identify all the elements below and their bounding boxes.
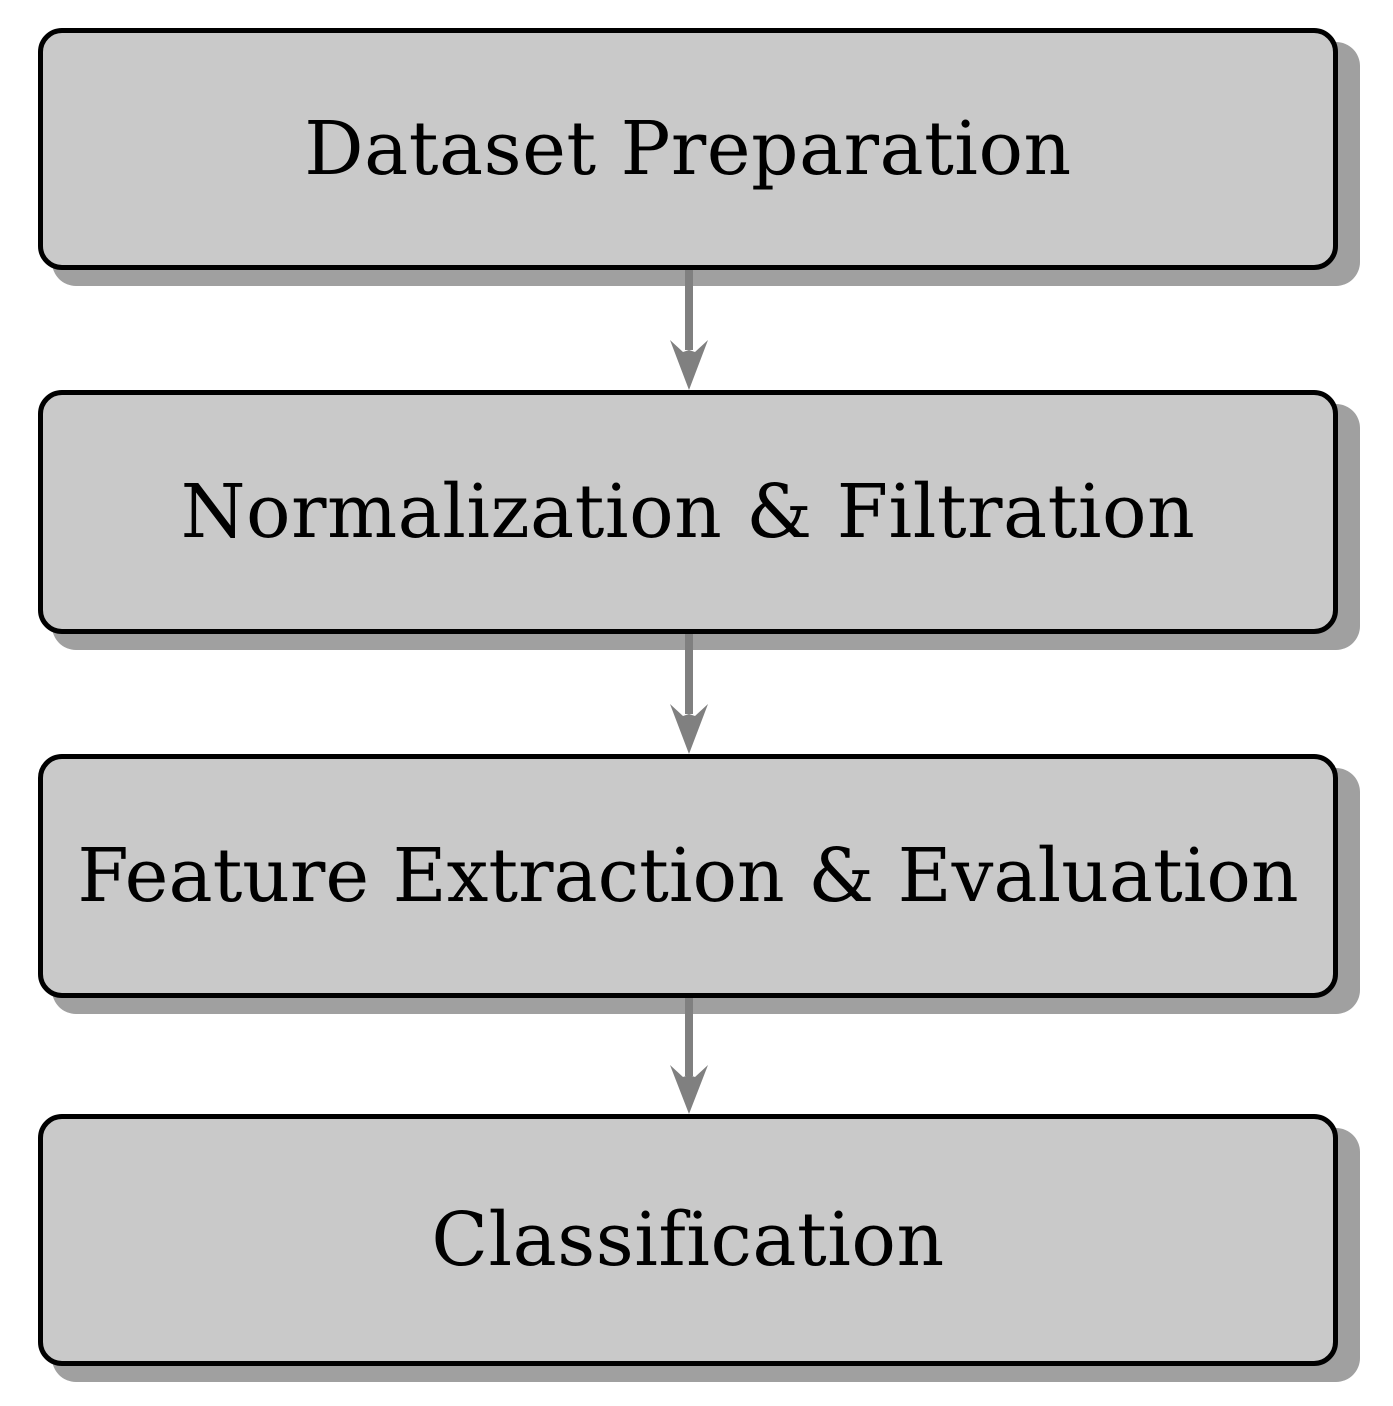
node-label-feature-extraction-evaluation: Feature Extraction & Evaluation [77, 833, 1299, 919]
node-label-normalization-filtration: Normalization & Filtration [180, 469, 1196, 555]
node-classification[interactable]: Classification [38, 1114, 1338, 1366]
node-feature-extraction-evaluation[interactable]: Feature Extraction & Evaluation [38, 754, 1338, 998]
arrow-dataset-preparation-to-normalization [665, 268, 713, 392]
arrow-down-icon [670, 268, 708, 390]
arrow-normalization-to-feature-extraction [665, 632, 713, 756]
node-dataset-preparation[interactable]: Dataset Preparation [38, 28, 1338, 270]
node-normalization-filtration[interactable]: Normalization & Filtration [38, 390, 1338, 634]
node-label-classification: Classification [431, 1197, 945, 1283]
arrow-down-icon [670, 632, 708, 754]
node-label-dataset-preparation: Dataset Preparation [304, 106, 1072, 192]
arrow-down-icon [670, 996, 708, 1114]
arrow-feature-extraction-to-classification [665, 996, 713, 1116]
